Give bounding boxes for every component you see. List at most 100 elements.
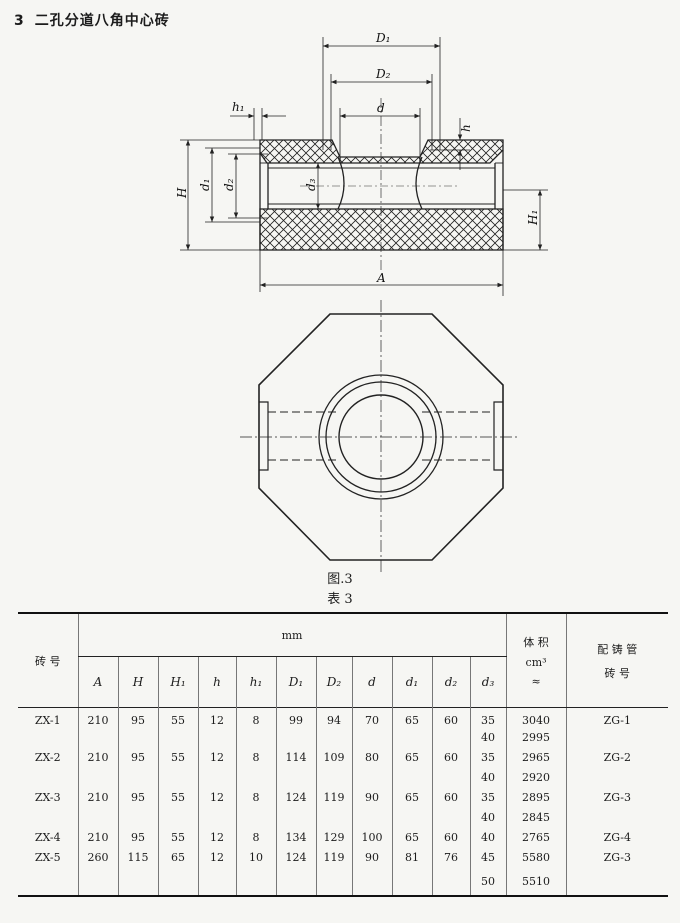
cell — [235, 727, 276, 748]
cell: 60 — [431, 787, 470, 808]
cell — [157, 727, 198, 748]
section-title: 二孔分道八角中心砖 — [34, 13, 170, 29]
octagon-outline — [258, 313, 504, 561]
header-d3: d₃ — [469, 656, 507, 708]
table-row: ZX-1 210 95 55 12 8 99 94 70 65 60 35 30… — [18, 707, 669, 728]
cell — [391, 767, 432, 788]
cell — [117, 767, 158, 788]
cell: 94 — [315, 707, 352, 728]
cell — [197, 727, 236, 748]
cell — [157, 807, 198, 828]
cell: 95 — [117, 827, 158, 848]
cell-volume: 5580 — [505, 847, 567, 868]
cell: 210 — [77, 787, 118, 808]
header-d1: d₁ — [391, 656, 432, 708]
cell: 40 — [469, 767, 507, 788]
cell: 114 — [275, 747, 316, 768]
header-A: A — [77, 656, 118, 708]
header-unit-mm: mm — [77, 613, 507, 657]
cell: 210 — [77, 747, 118, 768]
table-row: 40 2845 — [18, 807, 669, 828]
cell: 90 — [351, 787, 392, 808]
header-H: H — [117, 656, 158, 708]
header-brick-no: 砖 号 — [18, 613, 78, 708]
cell-volume: 3040 — [505, 707, 567, 728]
cell-pipe-brick — [565, 727, 669, 748]
cell — [157, 767, 198, 788]
cell — [197, 767, 236, 788]
cell-pipe-brick: ZG-4 — [565, 827, 669, 848]
label-h1: h₁ — [232, 100, 245, 114]
cell: 12 — [197, 707, 236, 728]
cell: 124 — [275, 787, 316, 808]
cell — [391, 867, 432, 897]
header-volume: 体 积 cm³ ≈ — [505, 613, 567, 708]
cell — [431, 767, 470, 788]
cell-volume: 5510 — [505, 867, 567, 897]
cell: 124 — [275, 847, 316, 868]
cell: 12 — [197, 747, 236, 768]
cell: 55 — [157, 707, 198, 728]
cell — [431, 727, 470, 748]
cell: 210 — [77, 707, 118, 728]
label-d3: d₃ — [304, 178, 318, 191]
cell — [77, 767, 118, 788]
cell: 65 — [157, 847, 198, 868]
header-volume-label: 体 积 — [523, 635, 549, 649]
header-volume-unit: cm³ — [525, 655, 547, 669]
cell — [235, 807, 276, 828]
cell-volume: 2845 — [505, 807, 567, 828]
cell: 60 — [431, 707, 470, 728]
cell: 55 — [157, 827, 198, 848]
cell: 12 — [197, 787, 236, 808]
header-d2: d₂ — [431, 656, 470, 708]
cell — [235, 867, 276, 897]
header-D1: D₁ — [275, 656, 316, 708]
cell-brick-no: ZX-2 — [34, 751, 61, 764]
cell: 40 — [469, 807, 507, 828]
cell — [351, 807, 392, 828]
header-d: d — [351, 656, 392, 708]
header-pipe-sub: 砖 号 — [604, 666, 631, 680]
cell-brick-no — [18, 867, 78, 897]
cell — [197, 807, 236, 828]
table-row: 40 2995 — [18, 727, 669, 748]
table-row: 50 5510 — [18, 867, 669, 897]
label-d1: d₁ — [198, 179, 212, 192]
cell: 65 — [391, 707, 432, 728]
cell: 115 — [117, 847, 158, 868]
cell: 65 — [391, 827, 432, 848]
cell: 8 — [235, 707, 276, 728]
cell-pipe-brick: ZG-3 — [565, 787, 669, 808]
cell-pipe-brick — [565, 767, 669, 788]
cell — [117, 807, 158, 828]
cell — [351, 727, 392, 748]
cell-pipe-brick: ZG-2 — [565, 747, 669, 768]
cell — [157, 867, 198, 897]
cell — [275, 727, 316, 748]
header-h: h — [197, 656, 236, 708]
label-D2: D₂ — [375, 67, 391, 81]
cell: 80 — [351, 747, 392, 768]
cell-pipe-brick — [565, 807, 669, 828]
table-row: ZX-2 210 95 55 12 8 114 109 80 65 60 35 … — [18, 747, 669, 768]
cell — [351, 767, 392, 788]
cell: 95 — [117, 747, 158, 768]
header-pipe-label: 配 铸 管 — [597, 642, 638, 656]
label-H1: H₁ — [526, 210, 540, 226]
cell-volume: 2920 — [505, 767, 567, 788]
cell — [275, 767, 316, 788]
technical-drawing: D₁ D₂ d h₁ h H d₁ d₂ d₃ H₁ A — [175, 31, 548, 572]
cell: 8 — [235, 747, 276, 768]
cell — [315, 807, 352, 828]
cell: 12 — [197, 827, 236, 848]
cell: 35 — [469, 787, 507, 808]
cell-volume: 2995 — [505, 727, 567, 748]
cell — [275, 867, 316, 897]
cell — [391, 727, 432, 748]
cell — [77, 807, 118, 828]
cell: 55 — [157, 747, 198, 768]
cell — [197, 867, 236, 897]
cell: 60 — [431, 747, 470, 768]
cell: 119 — [315, 847, 352, 868]
